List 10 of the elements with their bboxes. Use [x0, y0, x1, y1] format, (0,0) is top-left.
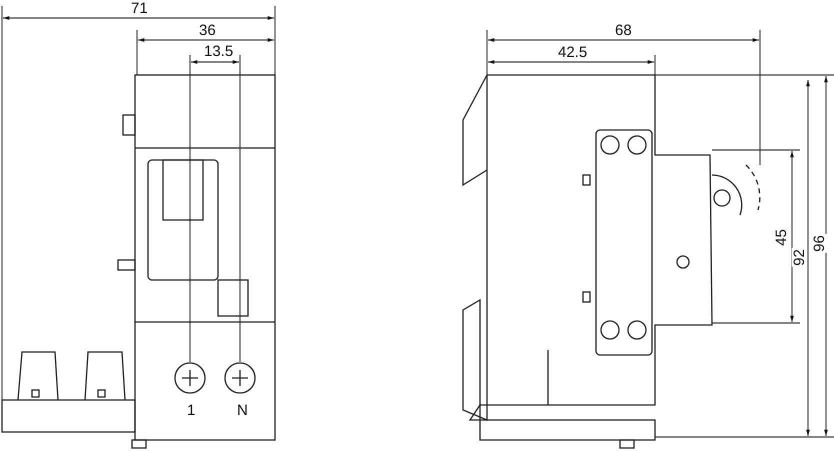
terminal-label: 1: [186, 403, 196, 418]
dimension-label: 42.5: [557, 45, 588, 60]
dimension-label: 68: [614, 23, 633, 38]
dimension-label: 45: [774, 228, 789, 247]
dimension-label: 92: [792, 248, 807, 267]
dimension-label: 96: [812, 234, 827, 253]
dimension-label: 13.5: [203, 44, 234, 59]
dimension-label: 71: [130, 1, 149, 16]
terminal-label: N: [236, 403, 249, 418]
dimension-label: 36: [198, 23, 217, 38]
